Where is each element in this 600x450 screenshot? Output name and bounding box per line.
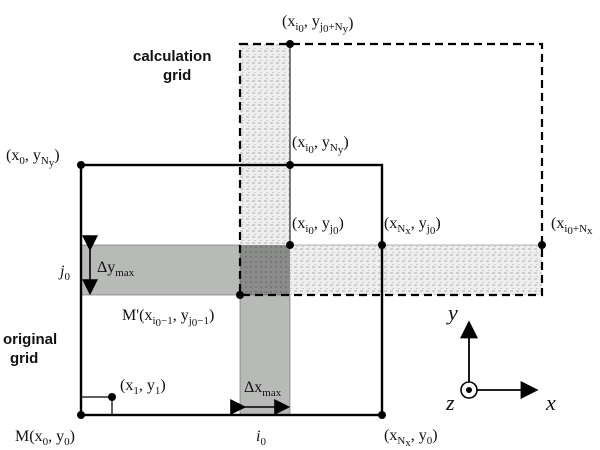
- first-cell-mark: [81, 396, 113, 415]
- orig-vertical-strip: [240, 295, 290, 415]
- label-pt-xNx-yj0: (xNx, yj0): [384, 215, 441, 237]
- calc-grid-label-1: calculation: [133, 48, 211, 65]
- point-xi0Nx: [538, 241, 546, 249]
- label-delta-y-max: Δymax: [97, 259, 135, 279]
- point-xi0-yNy: [286, 161, 294, 169]
- point-M: [77, 411, 85, 419]
- calculation-grid-frame: [238, 42, 544, 297]
- label-delta-x-max: Δxmax: [244, 379, 282, 399]
- label-pt-xNx-y0: (xNx, y0): [384, 427, 438, 449]
- calc-grid-label-2: grid: [163, 67, 191, 84]
- z-axis-dot: [466, 387, 472, 393]
- label-pt-x0-yNy: (x0, yNy): [6, 147, 60, 169]
- label-pt-top: (xi0, yj0+Ny): [282, 13, 353, 35]
- orig-grid-label-1: original: [3, 331, 57, 348]
- point-x1-y1: [108, 393, 116, 401]
- orig-horizontal-strip: [81, 245, 240, 295]
- point-xi0-yj0: [286, 241, 294, 249]
- point-top: [286, 40, 294, 48]
- label-pt-M-prime: M'(xi0−1, yj0−1): [122, 307, 214, 329]
- calc-vertical-strip: [240, 44, 290, 245]
- label-j0: j0: [58, 263, 70, 283]
- point-xNx-y0: [378, 411, 386, 419]
- original-grid-frame: [79, 163, 384, 417]
- label-pt-xi0-yj0: (xi0, yj0): [292, 215, 344, 237]
- point-x0-yNy: [77, 161, 85, 169]
- point-M-prime: [236, 291, 244, 299]
- overlap-cell: [240, 245, 290, 295]
- orig-grid-label-2: grid: [10, 350, 38, 367]
- axis-label-x: x: [545, 390, 556, 415]
- label-pt-xi0Nx: (xi0+Nx: [551, 215, 593, 237]
- label-i0: i0: [256, 428, 266, 448]
- point-xNx-yj0: [378, 241, 386, 249]
- calc-horizontal-strip: [290, 245, 542, 295]
- label-pt-xi0-yNy: (xi0, yNy): [292, 134, 349, 156]
- label-pt-M: M(x0, y0): [15, 428, 75, 448]
- axis-label-y: y: [446, 300, 458, 325]
- label-pt-x1-y1: (x1, y1): [120, 377, 166, 397]
- axis-label-z: z: [445, 390, 455, 415]
